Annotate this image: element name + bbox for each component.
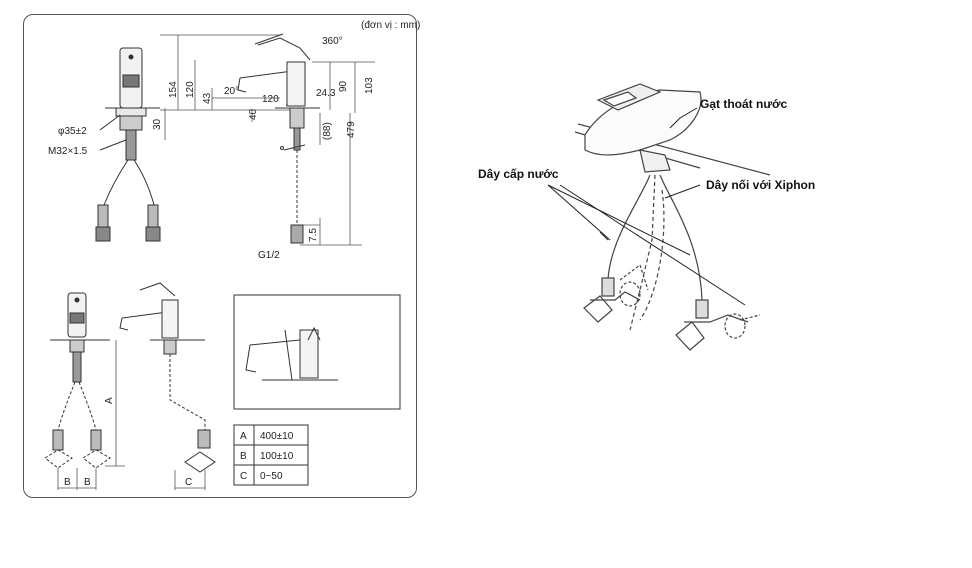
inset-detail [233,294,401,410]
dim-rotation: 360° [322,36,343,47]
callout-siphon: Dây nối với Xiphon [706,178,815,192]
dim-88: (88) [322,122,333,140]
dim-7-5: 7.5 [308,228,319,242]
installation-side [119,282,216,490]
dim-c: C [185,477,192,488]
perspective-faucet [574,83,771,351]
dim-phi35: φ35±2 [58,126,87,137]
dimension-lines-top [160,34,375,246]
dim-90: 90 [338,80,349,92]
dim-24-3: 24.3 [316,88,336,99]
table-key-b: B [240,451,247,462]
dim-m32: M32×1.5 [48,146,88,157]
table-value-b: 100±10 [260,451,294,462]
dim-479: 479 [346,121,357,138]
side-view-faucet [237,33,320,244]
table-key-a: A [240,431,247,442]
callout-supply: Dây cấp nước [478,167,559,181]
table-value-c: 0~50 [260,471,283,482]
table-value-a: 400±10 [260,431,294,442]
dim-103: 103 [364,77,375,94]
dim-20-deg: 20° [224,86,239,97]
dim-g12: G1/2 [258,250,280,261]
table-key-c: C [240,471,247,482]
dim-120-vertical: 120 [185,81,196,98]
unit-note: (đơn vị : mm) [361,20,420,31]
installation-front [44,292,125,490]
callout-leaders [547,107,746,306]
dim-120-horizontal: 120 [262,94,279,105]
dim-b1: B [64,477,71,488]
dim-154: 154 [168,81,179,98]
dim-40: 40 [248,108,259,120]
technical-drawing-panel [23,14,417,498]
dim-b2: B [84,477,91,488]
front-view-faucet [95,47,161,242]
dimension-table [233,424,309,486]
callout-lever: Gạt thoát nước [700,97,788,111]
dim-43: 43 [202,92,213,104]
dim-a: A [104,397,115,404]
dim-30: 30 [152,118,163,130]
